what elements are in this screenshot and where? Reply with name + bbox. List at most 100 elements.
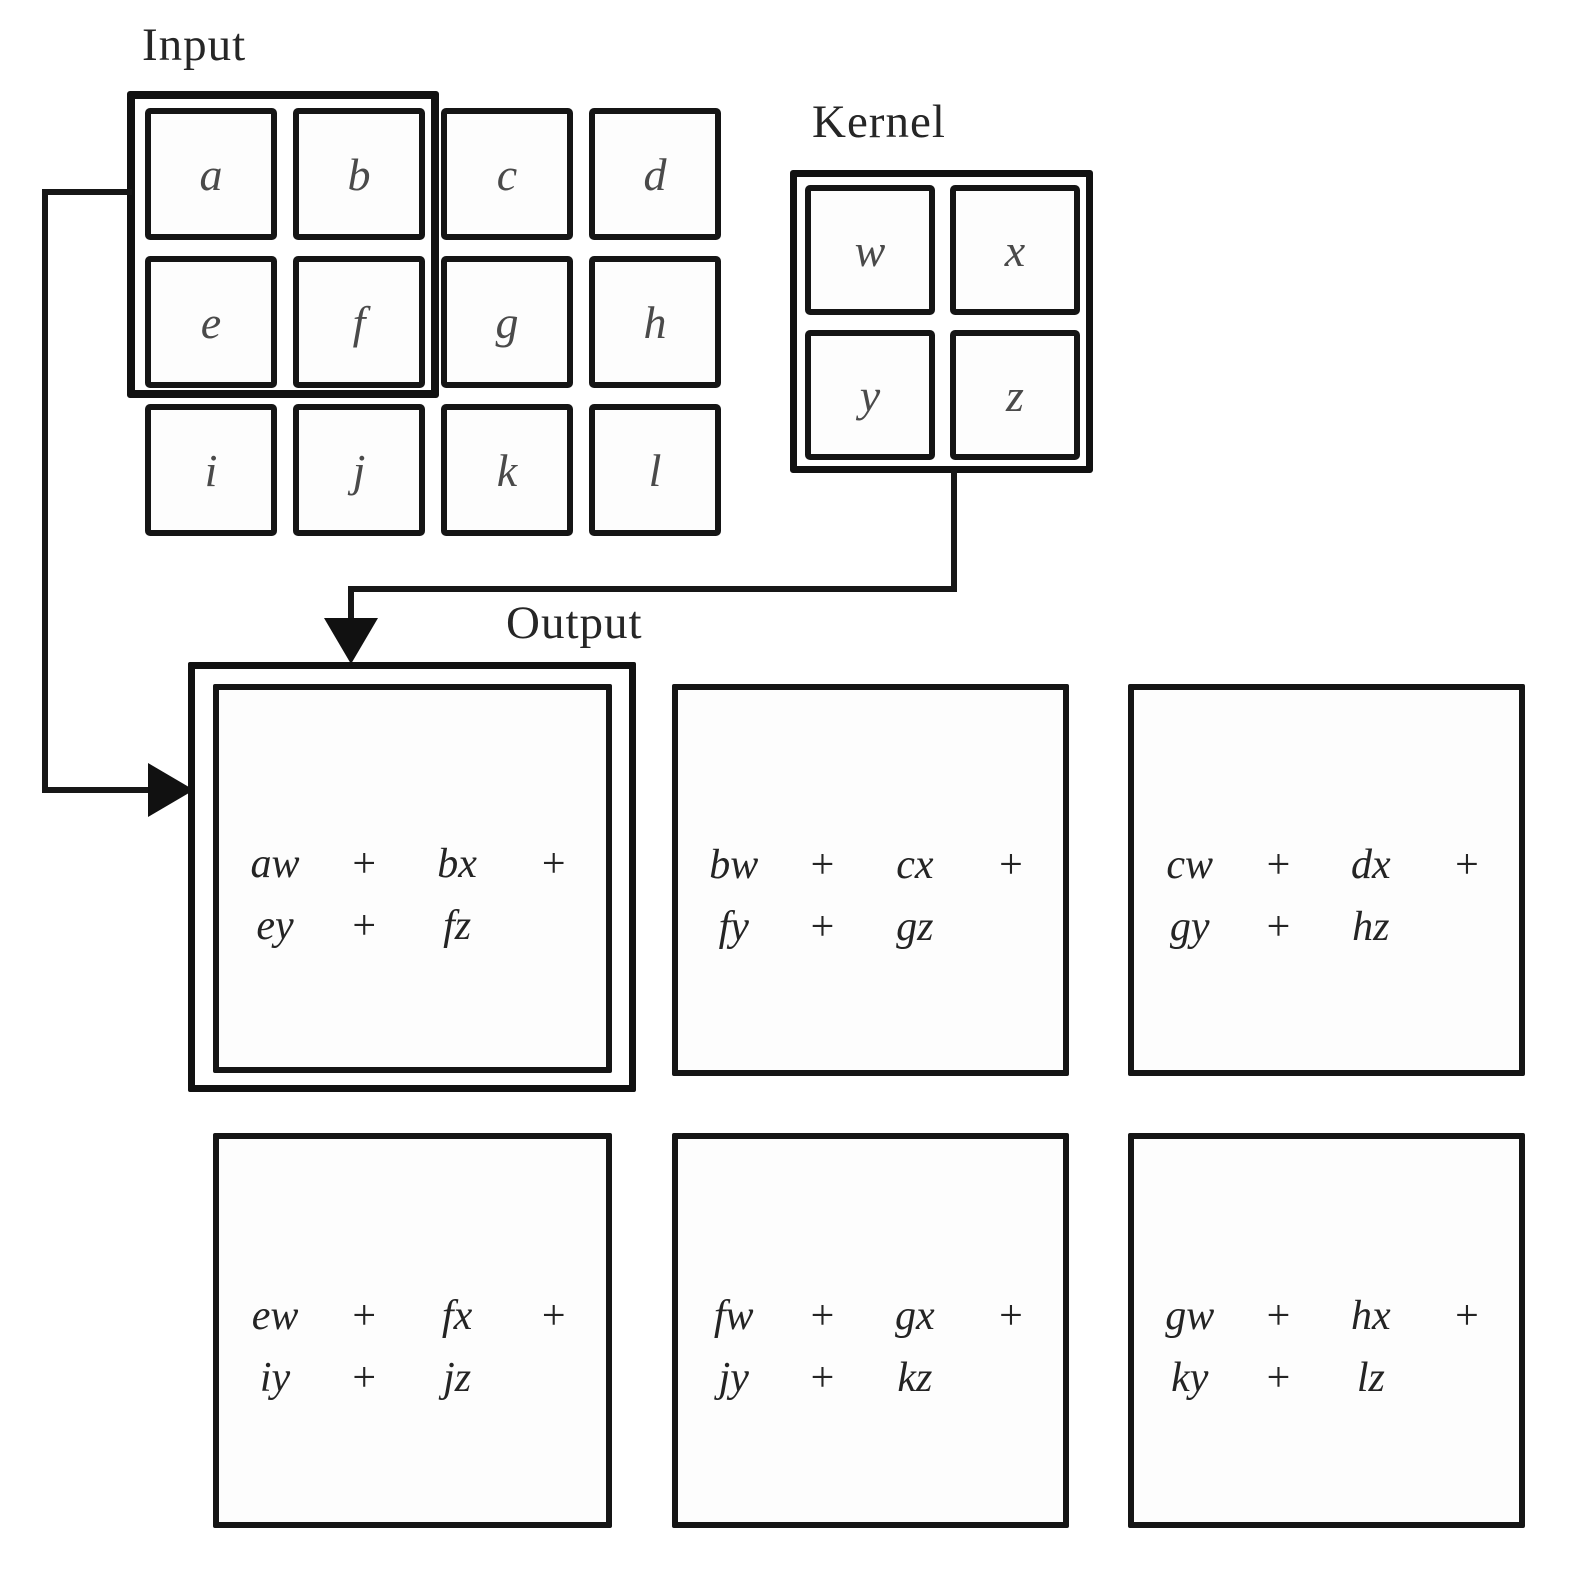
kernel-cell-z-letter: z [1006,369,1024,421]
expression-line: fw + gx + [686,1285,1056,1347]
output-box-6: gw + hx + ky + lz [1128,1133,1525,1528]
expr-token: iy [259,1354,291,1401]
expr-token: gw [1165,1292,1215,1339]
expr-token: bx [437,841,477,888]
input-cell-f-letter: f [352,296,366,348]
output-box-3: cw + dx + gy + hz [1128,684,1525,1076]
kernel-cell-y-letter: y [859,369,881,421]
expression-line: fy + gz [686,896,1056,958]
expr-token: gx [895,1292,935,1339]
expr-token: gz [896,904,934,951]
kernel-cell-z: z [950,330,1080,460]
expr-token: ey [256,903,294,950]
expr-token: cx [896,842,934,889]
expr-token: fx [441,1292,473,1339]
input-cell-h-letter: h [643,296,667,348]
input-cell-d-letter: d [643,148,667,200]
plus-operator: + [541,1292,566,1339]
plus-operator: + [1455,842,1479,889]
expr-token: hx [1351,1292,1391,1339]
output-box-2: bw + cx + fy + gz [672,684,1069,1076]
output-box-5: fw + gx + jy + kz [672,1133,1069,1528]
input-cell-b: b [293,108,425,240]
plus-operator: + [1266,1354,1291,1401]
expr-token: jy [718,1354,749,1401]
plus-operator: + [352,1354,377,1401]
expr-token: dx [1351,842,1391,889]
kernel-cell-w: w [805,185,935,315]
output-box-1-highlight-border [188,662,636,1092]
input-cell-g-letter: g [495,296,519,348]
plus-operator: + [1266,904,1291,951]
expr-token: fz [443,903,472,950]
plus-operator: + [810,1292,835,1339]
kernel-label: Kernel [812,96,946,148]
plus-operator: + [1455,1292,1479,1339]
kernel-cell-x: x [950,185,1080,315]
plus-operator: + [999,842,1023,889]
expression-line: cw + dx + [1142,834,1512,896]
plus-operator: + [810,842,835,889]
expression-line: jy + kz [686,1347,1056,1409]
output-box-1: aw + bx + ey + fz [213,684,612,1073]
plus-operator: + [1266,1292,1291,1339]
input-cell-l: l [589,404,721,536]
input-cell-j: j [293,404,425,536]
expr-token: gy [1169,904,1210,951]
expression-line: ew + fx + [227,1285,599,1347]
output-box-6-expression: gw + hx + ky + lz [1142,1285,1512,1409]
input-label: Input [142,19,247,71]
plus-operator: + [541,841,566,888]
kernel-cell-y: y [805,330,935,460]
plus-operator: + [810,904,835,951]
plus-operator: + [352,903,377,950]
expression-line: ky + lz [1142,1347,1512,1409]
input-cell-i-letter: i [204,444,218,496]
plus-operator: + [999,1292,1023,1339]
kernel-cell-w-letter: w [854,224,886,276]
input-cell-d: d [589,108,721,240]
input-cell-i: i [145,404,277,536]
kernel-arrow-drop-segment [951,470,957,592]
input-cell-j-letter: j [352,444,366,496]
input-cell-a-letter: a [199,148,223,200]
input-cell-e: e [145,256,277,388]
expression-line: ey + fz [227,895,599,957]
output-box-2-expression: bw + cx + fy + gz [686,834,1056,958]
expr-token: cw [1166,842,1214,889]
input-arrow-bottom-segment [42,787,152,793]
input-cell-l-letter: l [648,444,662,496]
plus-operator: + [352,1292,377,1339]
output-box-4-expression: ew + fx + iy + jz [227,1285,599,1409]
plus-operator: + [1266,842,1291,889]
expr-token: ky [1171,1354,1209,1401]
expr-token: fy [718,904,749,951]
expr-token: jz [443,1354,472,1401]
input-cell-k-letter: k [496,444,518,496]
input-cell-c: c [441,108,573,240]
input-cell-f: f [293,256,425,388]
input-cell-e-letter: e [200,296,222,348]
expr-token: hz [1352,904,1390,951]
kernel-arrowhead-icon [324,618,378,664]
input-arrowhead-icon [148,763,194,817]
expression-line: gw + hx + [1142,1285,1512,1347]
expression-line: bw + cx + [686,834,1056,896]
output-label: Output [506,597,643,649]
expr-token: kz [897,1354,933,1401]
expression-line: iy + jz [227,1347,599,1409]
output-box-1-expression: aw + bx + ey + fz [227,833,599,957]
input-cell-c-letter: c [496,148,518,200]
expr-token: aw [250,841,300,888]
output-box-5-expression: fw + gx + jy + kz [686,1285,1056,1409]
input-cell-a: a [145,108,277,240]
kernel-cell-x-letter: x [1004,224,1026,276]
plus-operator: + [810,1354,835,1401]
kernel-arrow-vertical-segment [348,586,354,620]
expression-line: aw + bx + [227,833,599,895]
input-cell-b-letter: b [347,148,371,200]
expr-token: ew [251,1292,299,1339]
expr-token: fw [713,1292,754,1339]
output-box-4: ew + fx + iy + jz [213,1133,612,1528]
